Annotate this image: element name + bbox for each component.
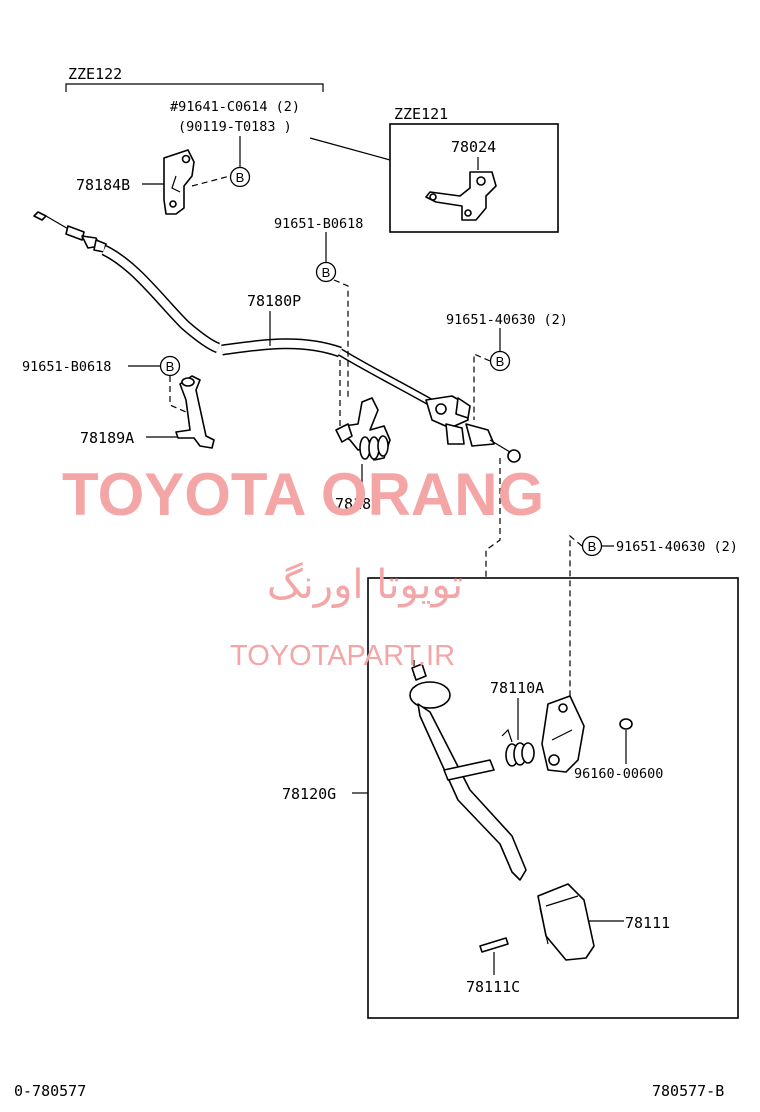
label-78120g: 78120G	[282, 785, 336, 803]
cable-78180p	[33, 211, 521, 463]
svg-text:B: B	[166, 359, 175, 374]
label-91651-b0618-left: 91651-B0618	[22, 359, 111, 375]
svg-text:B: B	[496, 354, 505, 369]
clip-78186-part	[335, 397, 391, 461]
dash-bracket-b	[473, 353, 491, 420]
label-96160-00600: 96160-00600	[574, 766, 663, 782]
footer-right-code: 780577-B	[652, 1082, 724, 1100]
footer-left-code: 0-780577	[14, 1082, 86, 1100]
label-78024: 78024	[451, 138, 496, 156]
zze122-group-bracket	[65, 83, 324, 92]
label-78111c: 78111C	[466, 978, 520, 996]
bracket-78184b-part	[163, 149, 195, 215]
model-label-zze121: ZZE121	[394, 105, 448, 123]
label-91651-b0618-top: 91651-B0618	[274, 216, 363, 232]
svg-text:B: B	[322, 265, 331, 280]
bracket-78110a-part	[541, 695, 585, 773]
marker-b-box: B	[581, 535, 603, 557]
label-78184b: 78184B	[76, 176, 130, 194]
pin-78111c-part	[479, 937, 509, 953]
label-78111: 78111	[625, 914, 670, 932]
dash-cable-pedal	[485, 458, 501, 580]
dash-78189a-b	[169, 376, 187, 413]
bracket-78024-part	[425, 171, 497, 221]
label-91651-40630-top: 91651-40630 (2)	[446, 312, 568, 328]
dash-78186-b	[333, 279, 349, 400]
dash-78184b-b	[191, 175, 231, 187]
watermark-url: TOYOTAPART.IR	[230, 640, 455, 672]
zze121-inset	[309, 123, 559, 233]
watermark-persian: تویوتا اورنگ	[267, 562, 463, 608]
label-78180p: 78180P	[247, 292, 301, 310]
nut-96160-part	[619, 718, 633, 730]
svg-text:B: B	[236, 170, 245, 185]
model-label-zze122: ZZE122	[68, 65, 122, 83]
label-bolt-91641: #91641-C0614 (2)	[170, 99, 300, 115]
marker-b-right: B	[489, 350, 511, 372]
label-78186: 78186	[335, 495, 380, 513]
dash-78110a-b	[569, 534, 583, 710]
label-bolt-90119: (90119-T0183 )	[178, 119, 292, 135]
pedal-pad-78111-part	[537, 883, 595, 961]
watermark-brand: TOYOTA ORANG	[62, 461, 544, 528]
spring-78110a-part	[501, 728, 535, 767]
clip-78189a-part	[175, 375, 215, 449]
label-78189a: 78189A	[80, 429, 134, 447]
label-78110a: 78110A	[490, 679, 544, 697]
marker-b-top: B	[229, 166, 251, 188]
pedal-arm-78120g-part	[409, 660, 527, 881]
pedal-assembly-frame	[367, 577, 739, 1019]
marker-b-mid: B	[315, 261, 337, 283]
svg-text:B: B	[588, 539, 597, 554]
marker-b-left: B	[159, 355, 181, 377]
label-91651-40630-box: 91651-40630 (2)	[616, 539, 738, 555]
